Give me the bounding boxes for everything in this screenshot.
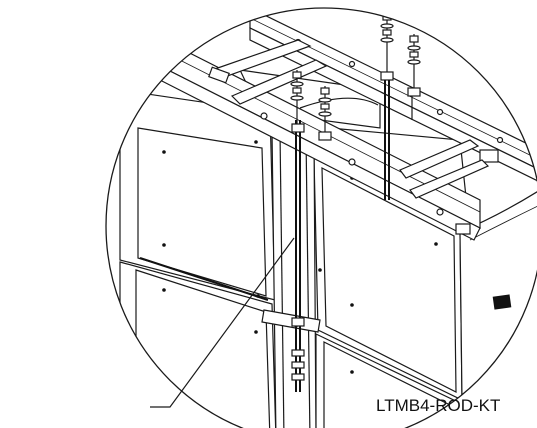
left-upper-cabinet <box>119 89 276 301</box>
cross-rails <box>208 39 490 199</box>
center-gap <box>271 129 317 428</box>
callout-label: LTMB4-ROD-KT <box>376 396 501 415</box>
detail-contents <box>119 8 537 428</box>
exploded-bolt-1 <box>290 70 304 124</box>
rear-rods <box>384 80 413 200</box>
right-lower-cabinet <box>315 333 463 428</box>
right-upper-cabinet <box>298 157 537 401</box>
rod-assembly-front <box>291 120 305 392</box>
detail-circle <box>105 7 537 428</box>
callout-leader <box>150 237 295 408</box>
exploded-bolt-2 <box>318 86 332 141</box>
exploded-bolt-4 <box>407 34 421 97</box>
exploded-bolt-3 <box>380 12 394 81</box>
